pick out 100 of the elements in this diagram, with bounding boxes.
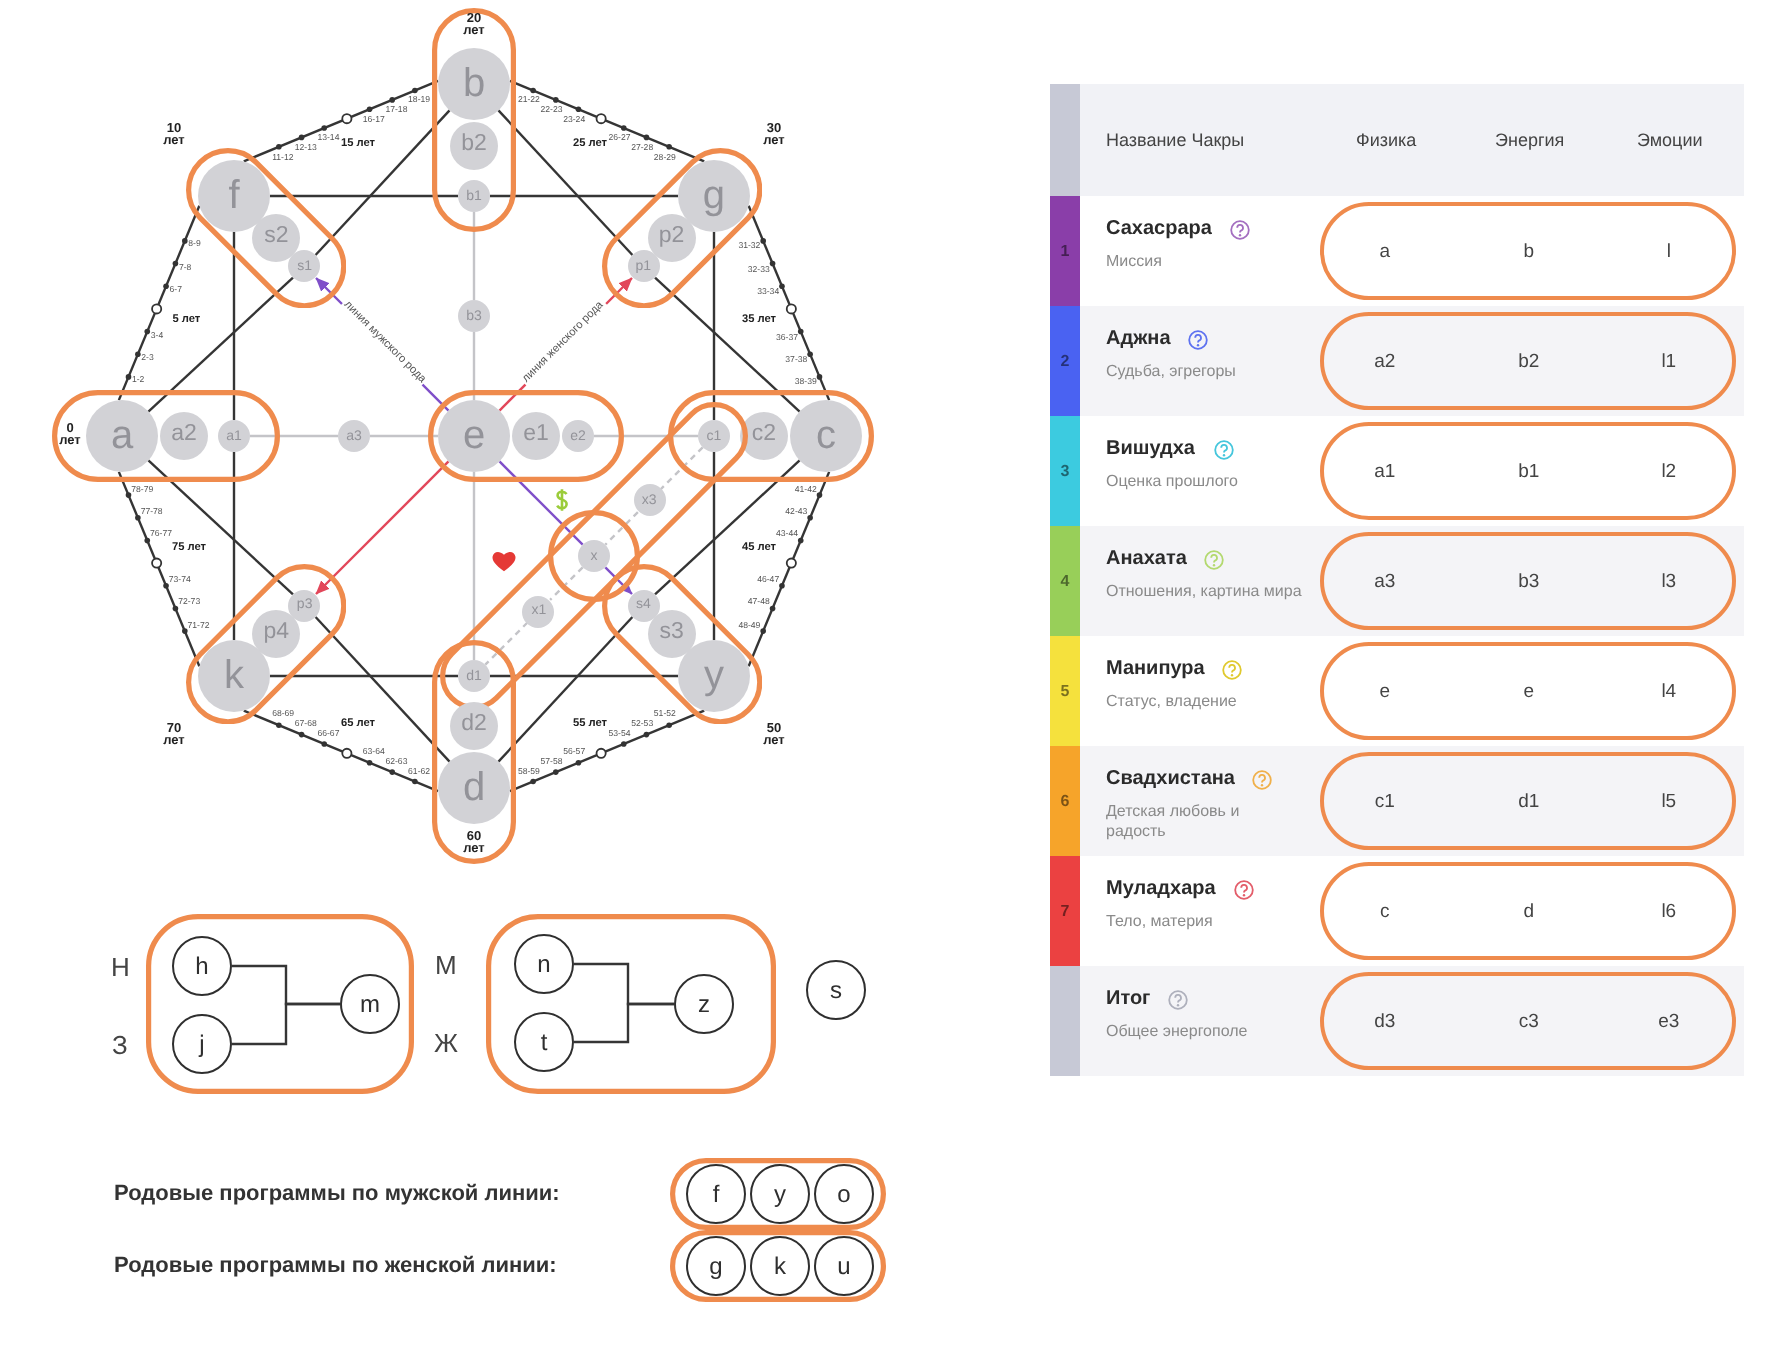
connector-line <box>497 109 634 256</box>
lineage-caption: Родовые программы по женской линии: <box>114 1255 557 1277</box>
point-code: b2 <box>1518 351 1540 371</box>
letter-circle: j <box>172 1014 232 1074</box>
point-code: l4 <box>1661 681 1677 701</box>
letter-circle: t <box>514 1012 574 1072</box>
point-circle: b2 <box>450 122 498 170</box>
point-circle: y <box>677 639 750 712</box>
line-letter: З <box>112 1031 128 1057</box>
connector-line <box>497 616 634 763</box>
letter-circle: u <box>814 1236 874 1296</box>
dashed-line <box>604 511 639 546</box>
point-circle: s2 <box>252 214 301 263</box>
connector-line <box>232 1002 340 1046</box>
chakra-number: 1 <box>1050 196 1080 306</box>
connector-line <box>314 616 451 763</box>
chakra-number: 6 <box>1050 746 1080 856</box>
highlight-band <box>1320 752 1736 850</box>
point-code: b <box>1523 241 1535 261</box>
dashed-line <box>549 566 584 601</box>
letter-circle: o <box>814 1164 874 1224</box>
point-code: a <box>1379 241 1391 261</box>
highlight-band <box>1320 202 1736 300</box>
connector-line <box>472 472 476 660</box>
connector-line <box>117 205 201 401</box>
dashed-line <box>659 446 704 491</box>
arrow <box>315 460 450 595</box>
point-circle: f <box>197 159 270 232</box>
highlight-band <box>432 8 516 232</box>
point-circle: b <box>438 48 510 120</box>
chakra-number: 5 <box>1050 636 1080 746</box>
chakra-description: Статус, владение <box>1106 692 1237 712</box>
point-code: c1 <box>1374 791 1395 811</box>
highlight-band <box>668 390 874 482</box>
connector-line <box>250 434 338 438</box>
point-circle: e1 <box>512 412 560 460</box>
chakra-name: Итог <box>1106 990 1151 1010</box>
connector-line <box>594 434 698 438</box>
highlight-ring <box>548 510 640 602</box>
line-letter: Н <box>111 953 130 979</box>
highlight-band <box>52 390 280 482</box>
point-circle: p2 <box>647 214 696 263</box>
chakra-name: Вишудха <box>1106 440 1195 460</box>
chakra-description: Детская любовь и радость <box>1106 802 1242 842</box>
point-code: l2 <box>1661 461 1677 481</box>
point-code: d3 <box>1374 1011 1396 1031</box>
point-circle: p4 <box>252 609 301 658</box>
letter-circle: s <box>806 960 866 1020</box>
chakra-name: Анахата <box>1106 550 1187 570</box>
column-header: Энергия <box>1495 131 1565 149</box>
highlight-band <box>1320 312 1736 410</box>
connector-line <box>370 434 438 438</box>
point-code: e3 <box>1658 1011 1680 1031</box>
letter-circle: m <box>340 974 400 1034</box>
column-header: Эмоции <box>1637 131 1703 149</box>
connector-line <box>270 194 458 198</box>
highlight-band <box>1320 972 1736 1070</box>
point-code: e <box>1523 681 1535 701</box>
point-code: b1 <box>1518 461 1540 481</box>
connector-line <box>712 232 716 420</box>
highlight-band <box>1320 862 1736 960</box>
letter-circle: h <box>172 936 232 996</box>
point-code: a2 <box>1374 351 1396 371</box>
chakra-number: 4 <box>1050 526 1080 636</box>
connector-line <box>654 459 801 596</box>
highlight-band <box>486 914 776 1094</box>
connector-line <box>232 452 236 640</box>
connector-line <box>270 674 458 678</box>
connector-line <box>232 232 236 420</box>
connector-line <box>498 460 584 546</box>
chakra-name: Муладхара <box>1106 880 1216 900</box>
chakra-number: 2 <box>1050 306 1080 416</box>
connector-line <box>654 276 801 413</box>
chakra-name: Сахасрара <box>1106 220 1212 240</box>
point-circle: c <box>790 400 862 472</box>
point-code: l5 <box>1661 791 1677 811</box>
chakra-description: Оценка прошлого <box>1106 472 1238 492</box>
point-code: l1 <box>1661 351 1677 371</box>
point-circle: e <box>438 400 510 472</box>
letter-circle: k <box>750 1236 810 1296</box>
line-letter: Ж <box>434 1029 459 1055</box>
connector-line <box>117 471 201 667</box>
highlight-band <box>670 1158 886 1230</box>
connector-line <box>314 109 451 256</box>
highlight-band <box>428 390 624 482</box>
point-circle: s3 <box>647 609 696 658</box>
chakra-number: 3 <box>1050 416 1080 526</box>
connector-line <box>747 205 831 401</box>
chakra-description: Тело, материя <box>1106 912 1213 932</box>
connector-line <box>472 212 476 300</box>
letter-circle: g <box>686 1236 746 1296</box>
letter-circle: f <box>686 1164 746 1224</box>
point-code: d1 <box>1518 791 1540 811</box>
point-circle: c2 <box>740 412 788 460</box>
point-code: l <box>1666 241 1671 261</box>
letter-circle: n <box>514 934 574 994</box>
highlight-band <box>146 914 414 1094</box>
connector-line <box>490 194 678 198</box>
dashed-line <box>484 621 529 666</box>
column-header: Физика <box>1356 131 1417 149</box>
